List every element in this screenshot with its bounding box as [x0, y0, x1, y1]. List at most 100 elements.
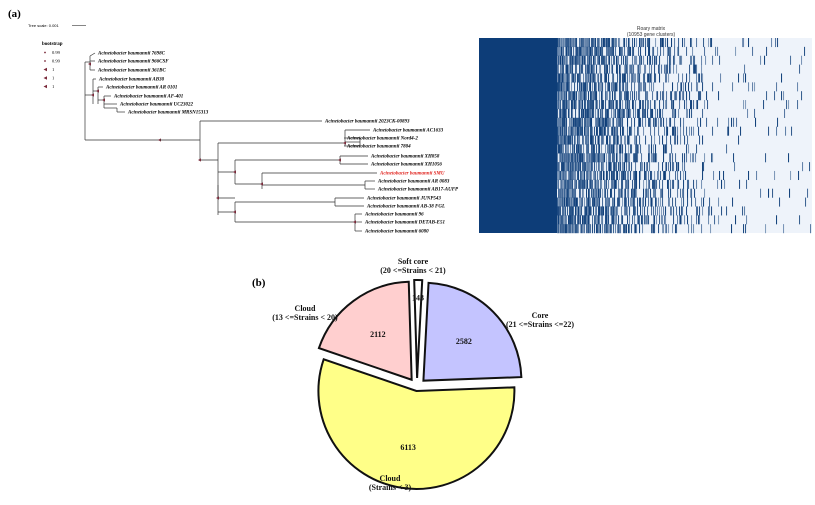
pie-slice-value: 143 [412, 294, 424, 303]
matrix-cell [597, 224, 599, 234]
matrix-cell [630, 170, 632, 181]
matrix-cell [566, 170, 568, 181]
bootstrap-node-icon [91, 93, 94, 97]
matrix-cell [586, 215, 588, 225]
matrix-cell [652, 46, 654, 56]
matrix-cell [562, 73, 564, 83]
matrix-cell [674, 135, 676, 145]
matrix-cell [568, 46, 570, 56]
matrix-cell [651, 64, 653, 74]
matrix-cell [592, 91, 594, 101]
matrix-cell [659, 179, 661, 189]
matrix-cell [654, 170, 656, 181]
matrix-cell [557, 206, 559, 216]
matrix-cell [624, 188, 626, 198]
matrix-cell [640, 170, 642, 181]
matrix-cell [598, 38, 600, 48]
matrix-cell [640, 82, 642, 92]
matrix-cell [713, 170, 715, 181]
matrix-cell [557, 46, 559, 56]
matrix-cell [639, 108, 641, 118]
pie-slice-range: (Strains < 3) [369, 483, 412, 492]
matrix-cell [574, 197, 576, 207]
matrix-cell [573, 46, 575, 56]
matrix-cell [696, 38, 698, 48]
matrix-cell [559, 224, 561, 234]
bootstrap-node-icon [96, 89, 99, 93]
matrix-cell [670, 117, 672, 127]
matrix-cell [612, 197, 614, 207]
phylogenetic-tree: Acinetobacter baumannii 7698CAcinetobact… [84, 52, 459, 235]
matrix-cell [606, 179, 608, 189]
matrix-cell [712, 55, 714, 65]
matrix-cell [577, 117, 579, 127]
matrix-cell [641, 215, 643, 225]
matrix-cell [574, 38, 576, 48]
matrix-cell [788, 153, 790, 163]
matrix-cell [640, 144, 642, 154]
matrix-cell [763, 100, 765, 110]
matrix-cell [615, 91, 617, 101]
matrix-cell [569, 162, 571, 172]
matrix-cell [589, 100, 591, 110]
matrix-cell [704, 100, 706, 110]
matrix-cell [744, 206, 746, 216]
matrix-cell [575, 153, 577, 163]
matrix-cell [673, 206, 675, 216]
matrix-cell [603, 126, 605, 136]
matrix-cell [571, 153, 573, 163]
matrix-cell [562, 197, 564, 207]
matrix-cell [594, 73, 596, 83]
matrix-cell [687, 179, 689, 189]
matrix-cell [594, 55, 596, 65]
matrix-cell [583, 162, 585, 172]
matrix-cell [602, 82, 604, 92]
matrix-cell [581, 224, 583, 234]
matrix-cell [560, 46, 562, 56]
matrix-cell [687, 108, 689, 118]
matrix-cell [649, 73, 651, 83]
matrix-cell [693, 55, 695, 65]
matrix-cell [607, 188, 609, 198]
matrix-cell [632, 55, 634, 65]
strain-label: Acinetobacter baumannii UC23022 [119, 103, 194, 108]
matrix-cell [574, 82, 576, 92]
matrix-cell [627, 82, 629, 92]
matrix-cell [560, 64, 562, 74]
matrix-cell [609, 82, 611, 92]
matrix-cell [566, 197, 568, 207]
matrix-cell [639, 100, 641, 110]
matrix-cell [621, 144, 623, 154]
matrix-cell [616, 82, 618, 92]
matrix-cell [635, 108, 637, 118]
matrix-cell [661, 38, 663, 48]
matrix-cell [609, 100, 611, 110]
matrix-cell [635, 73, 637, 83]
tree-scale: Tree scale: 0.001 [28, 23, 86, 28]
matrix-cell [609, 144, 611, 154]
matrix-cell [580, 153, 582, 163]
matrix-cell [585, 215, 587, 225]
matrix-cell [644, 215, 646, 225]
matrix-cell [583, 38, 585, 48]
matrix-cell [616, 100, 618, 110]
matrix-cell [650, 197, 652, 207]
matrix-cell [621, 215, 623, 225]
matrix-cell [595, 179, 597, 189]
matrix-cell [633, 108, 635, 118]
matrix-cell [605, 55, 607, 65]
matrix-cell [588, 108, 590, 118]
matrix-cell [577, 55, 579, 65]
matrix-cell [646, 188, 648, 198]
matrix-cell [580, 117, 582, 127]
matrix-cell [657, 91, 659, 101]
matrix-cell [616, 206, 618, 216]
matrix-cell [579, 144, 581, 154]
matrix-cell [593, 206, 595, 216]
matrix-cell [702, 108, 704, 118]
matrix-cell [679, 215, 681, 225]
matrix-cell [564, 100, 566, 110]
matrix-cell [611, 126, 613, 136]
matrix-cell [561, 188, 563, 198]
matrix-cell [561, 38, 563, 48]
